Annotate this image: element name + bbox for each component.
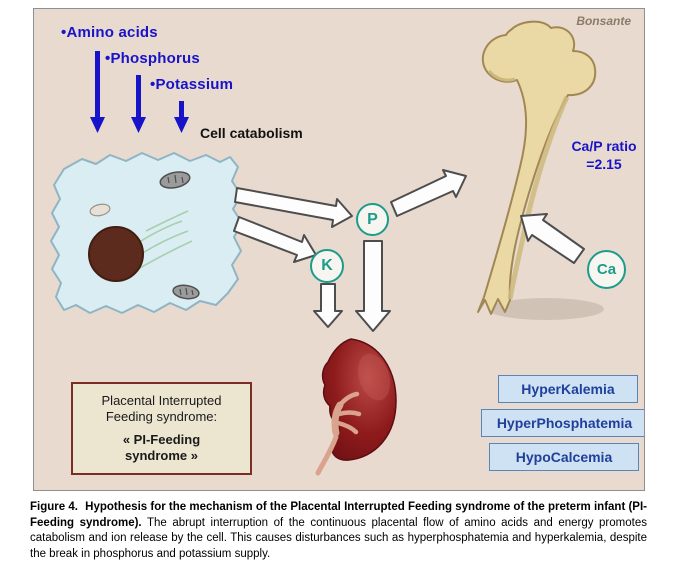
caption-label: Figure 4. <box>30 501 78 513</box>
arrow-amino-acids <box>90 51 105 133</box>
finding-hyperkalemia: HyperKalemia <box>498 375 638 403</box>
syndrome-line4: syndrome » <box>125 448 198 464</box>
cell-catabolism-label: Cell catabolism <box>200 125 303 141</box>
finding-hypocalcemia: HypoCalcemia <box>489 443 639 471</box>
cell-illustration <box>50 152 243 314</box>
arrow-k-to-kidney <box>313 283 343 328</box>
syndrome-line3: « PI-Feeding <box>122 432 201 447</box>
nutrient-amino-acids: •Amino acids <box>61 24 158 41</box>
ca-p-ratio: Ca/P ratio =2.15 <box>552 137 644 173</box>
ion-ca-badge: Ca <box>587 250 626 289</box>
arrow-cell-to-k <box>233 216 317 263</box>
nutrient-potassium: •Potassium <box>150 76 234 93</box>
nutrient-phosphorus: •Phosphorus <box>105 50 200 67</box>
mitochondrion-icon <box>172 284 200 300</box>
kidney-illustration <box>315 338 397 476</box>
ion-k-badge: K <box>310 249 344 283</box>
diagram-artwork <box>50 20 604 476</box>
supply-arrows <box>90 51 189 133</box>
arrow-cell-to-p <box>234 187 353 228</box>
arrow-phosphorus <box>131 75 146 133</box>
figure-panel: Bonsante •Amino acids •Phosphorus •Potas… <box>33 8 645 491</box>
arrow-p-to-kidney <box>355 240 391 332</box>
ureter <box>315 434 339 476</box>
mitochondrion-icon <box>159 171 191 189</box>
arrow-p-to-bone <box>390 169 467 217</box>
vesicle-icon <box>89 203 111 217</box>
ratio-line1: Ca/P ratio <box>571 138 637 154</box>
caption-title: Hypothesis for the mechanism of the Plac… <box>30 501 648 529</box>
renal-pelvis <box>315 391 362 476</box>
credit-text: Bonsante <box>576 14 631 28</box>
flow-arrows <box>233 169 585 332</box>
arrow-ca-to-bone <box>520 213 585 264</box>
syndrome-line2: Feeding syndrome: <box>105 408 218 424</box>
ratio-line2: =2.15 <box>586 156 622 173</box>
syndrome-line1: Placental Interrupted <box>101 392 222 408</box>
ion-p-badge: P <box>356 203 389 236</box>
nucleus <box>88 226 144 282</box>
figure-caption: Figure 4. Hypothesis for the mechanism o… <box>30 500 647 562</box>
arrow-potassium <box>174 101 189 133</box>
finding-hyperphosphatemia: HyperPhosphatemia <box>481 409 644 437</box>
syndrome-box: Placental Interrupted Feeding syndrome: … <box>71 382 252 475</box>
caption-body: The abrupt interruption of the continuou… <box>30 516 647 560</box>
